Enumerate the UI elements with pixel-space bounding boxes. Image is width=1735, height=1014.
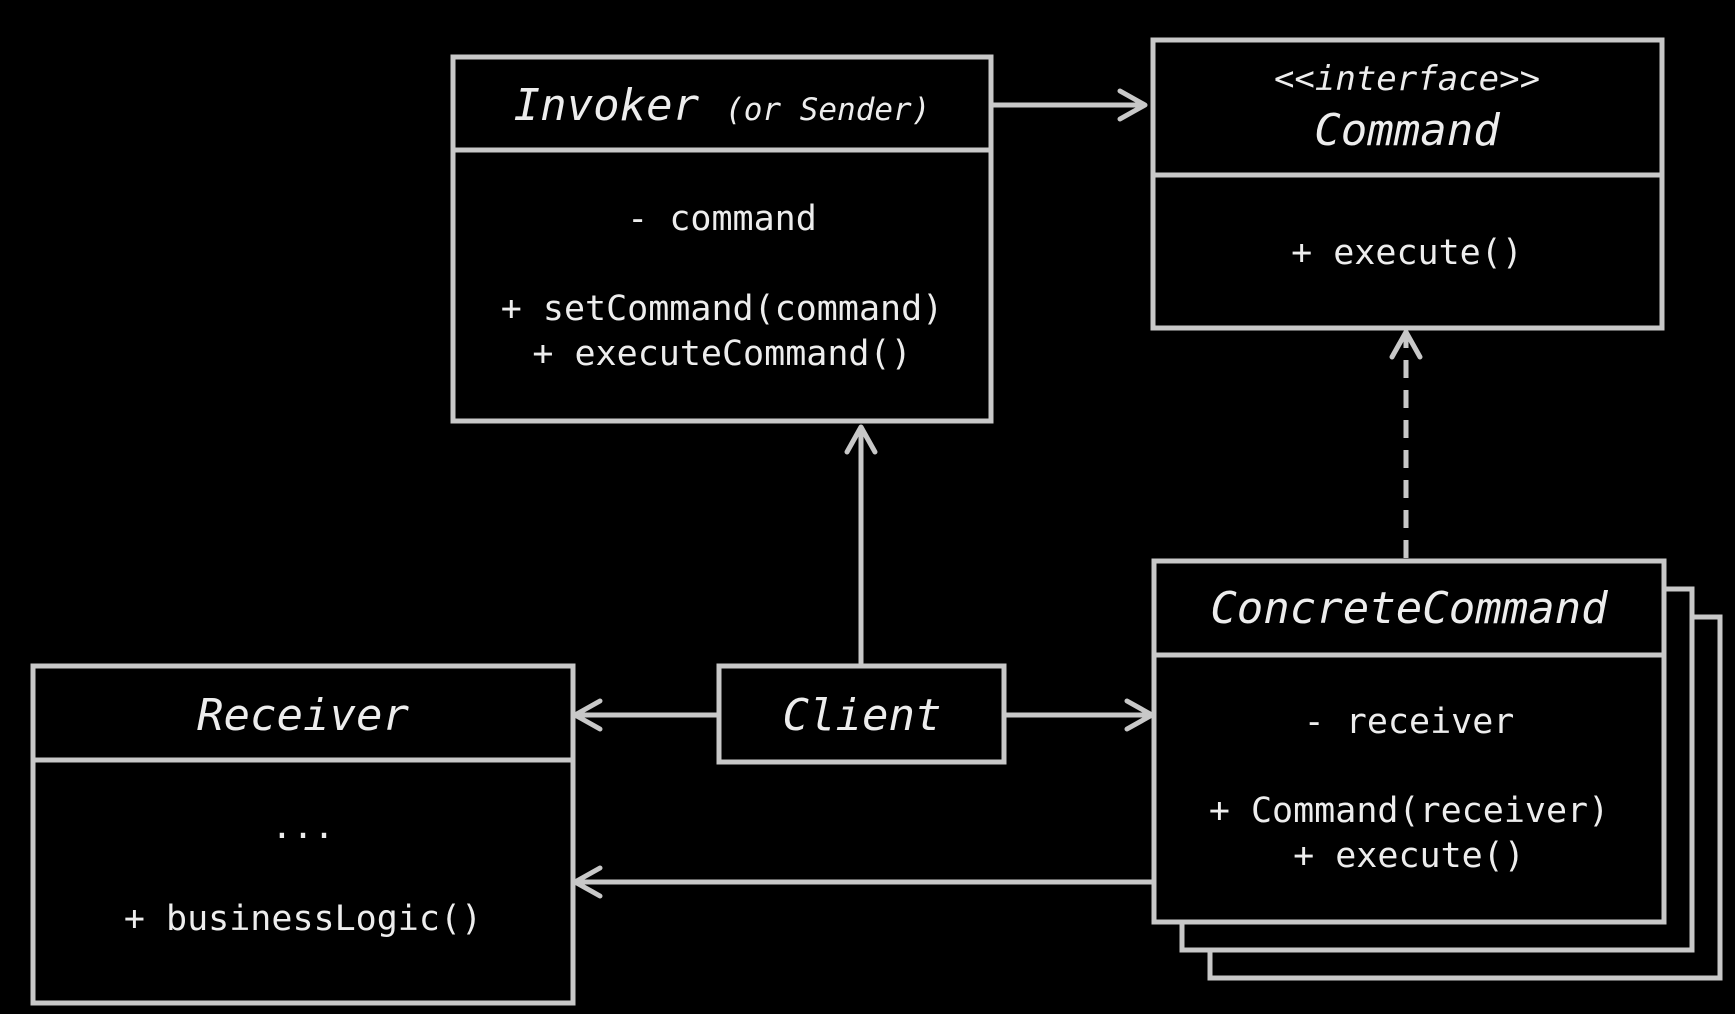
- client-box: [716, 663, 1007, 765]
- client-title: Client: [783, 690, 942, 741]
- invoker-title: Invoker: [514, 80, 700, 131]
- invoker-to-command-arrowhead: [1117, 88, 1148, 122]
- invoker-class: Invoker (or Sender) - command + setComman…: [450, 54, 994, 424]
- invoker-method: + setCommand(command): [501, 289, 944, 329]
- client-to-invoker-arrowhead: [844, 424, 878, 455]
- receiver-method: + businessLogic(): [124, 899, 482, 939]
- concrete-command-box: [1151, 558, 1667, 925]
- command-stereotype: <<interface>>: [1274, 59, 1540, 99]
- command-method: + execute(): [1291, 233, 1523, 273]
- concrete-command-field: - receiver: [1304, 702, 1515, 742]
- concrete-command-method: + Command(receiver): [1209, 791, 1609, 831]
- receiver-title: Receiver: [197, 690, 409, 741]
- command-box: [1150, 37, 1665, 331]
- invoker-method: + executeCommand(): [532, 334, 911, 374]
- invoker-title-note: (or Sender): [725, 92, 930, 128]
- command-title: Command: [1314, 105, 1500, 156]
- invoker-field: - command: [627, 199, 817, 239]
- concrete-command-class: ConcreteCommand - receiver + Command(rec…: [1151, 558, 1723, 981]
- concrete-to-command-arrowhead: [1389, 329, 1423, 360]
- invoker-heading: Invoker (or Sender): [514, 80, 931, 131]
- command-interface: <<interface>> Command + execute(): [1150, 37, 1665, 331]
- invoker-box: [450, 54, 994, 424]
- receiver-box: [30, 663, 576, 1006]
- receiver-field: ...: [271, 807, 334, 847]
- client-class: Client: [716, 663, 1007, 765]
- receiver-class: Receiver ... + businessLogic(): [30, 663, 576, 1006]
- concrete-command-method: + execute(): [1293, 836, 1525, 876]
- concrete-command-title: ConcreteCommand: [1210, 583, 1608, 634]
